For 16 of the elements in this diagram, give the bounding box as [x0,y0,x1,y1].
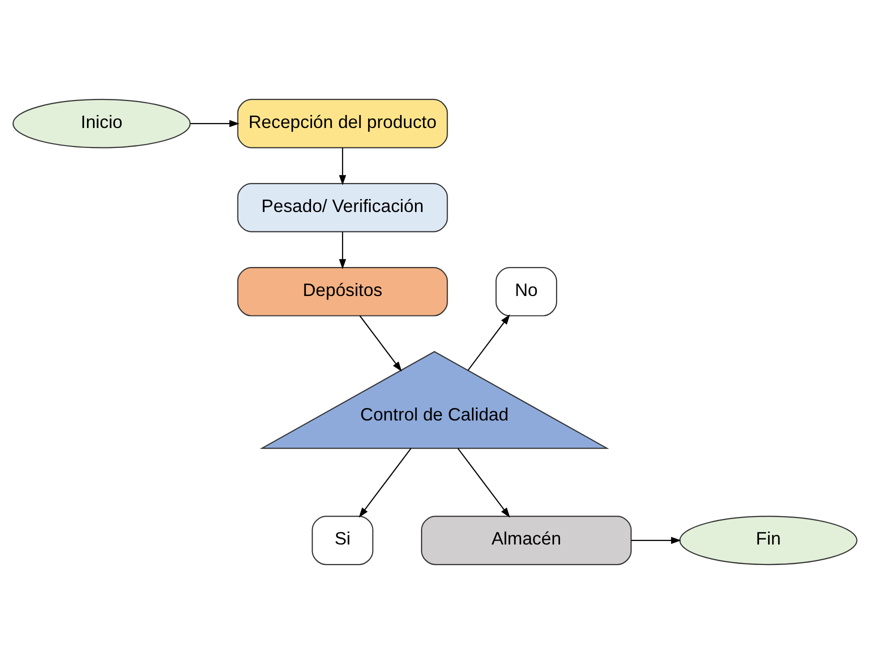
node-ellipse: Fin [679,515,858,565]
node-box: Pesado/ Verificación [237,182,448,232]
arrow [339,147,346,185]
arrow [359,314,402,372]
node-box: Depósitos [237,266,448,316]
node-box: Almacén [421,515,632,565]
arrow [339,231,346,269]
node-ellipse: Inicio [12,98,191,148]
node-box: No [496,266,558,316]
arrow [468,314,510,370]
arrow [457,447,510,518]
arrow [358,447,412,518]
node-box: Recepción del producto [237,98,448,148]
arrow [631,536,682,544]
node-box: Si [312,515,374,565]
arrow [190,120,240,127]
